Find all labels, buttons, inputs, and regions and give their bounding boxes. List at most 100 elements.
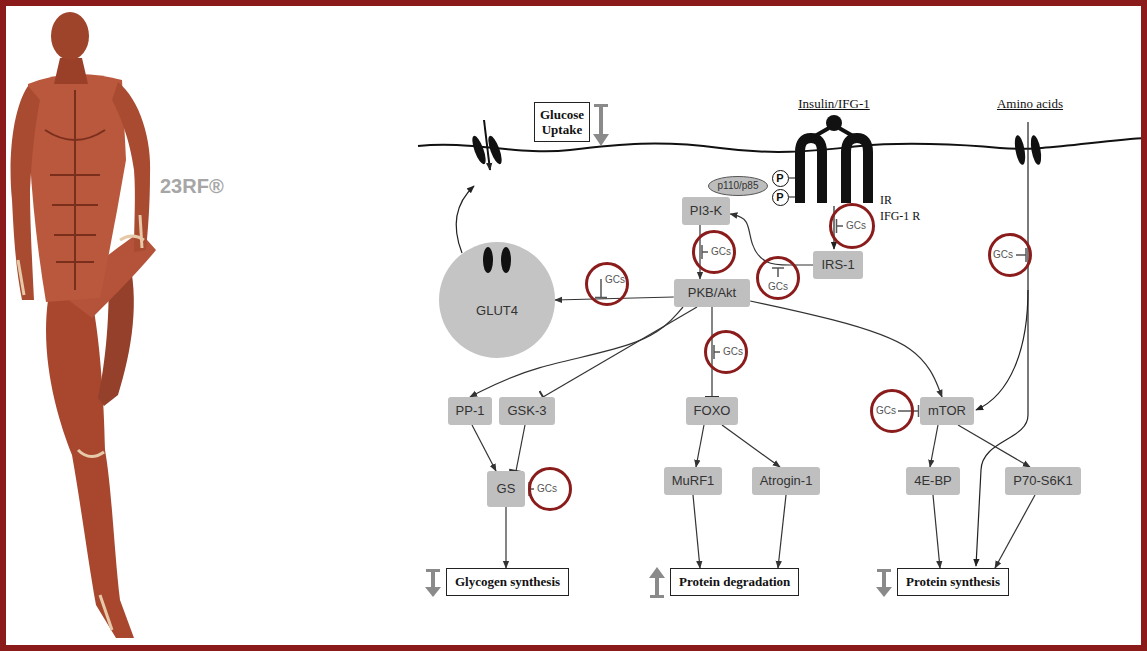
receptor-label: IFG-1 R (880, 209, 920, 223)
signal-connector (696, 425, 704, 467)
protein-box: MuRF1 (664, 467, 723, 495)
protein-box: PI3-K (682, 197, 731, 225)
node-text: Glucose Uptake (540, 107, 584, 137)
signal-connector (778, 495, 786, 568)
node-shape (530, 469, 571, 510)
node-text: GCs (605, 274, 625, 286)
decrease-arrow (876, 569, 892, 597)
node-shape (706, 332, 747, 373)
insulin-receptor (789, 115, 868, 203)
watermark: 23RF® (160, 175, 224, 197)
protein-box: PKB/Akt (674, 279, 750, 307)
signal-connector (711, 307, 712, 397)
transporter-half (501, 247, 511, 273)
label-text: IR (880, 193, 892, 207)
signal-connector (995, 495, 1035, 568)
receptor-subunit (800, 138, 822, 203)
receptor-link (815, 128, 853, 136)
signal-connector (930, 425, 938, 467)
node-text: p110/p85 (718, 180, 759, 192)
glucocorticoid-circle: GCs (704, 330, 748, 374)
node-text: P (776, 191, 783, 203)
label-text: 23RF® (160, 175, 224, 197)
transporter-half (1013, 134, 1027, 165)
phosphate-circle: P (772, 170, 789, 187)
amino-acid-arrow (976, 122, 1028, 410)
glucocorticoid-circle: GCs (988, 233, 1032, 277)
signal-connector (693, 495, 700, 568)
label-text: Insulin/IFG-1 (798, 96, 870, 111)
inhibition-mark (837, 219, 844, 233)
inhibition-mark (714, 345, 720, 359)
frame (3, 3, 1144, 648)
signal-connector (505, 507, 506, 568)
label-text: IFG-1 R (880, 209, 920, 223)
protein-box: GS (487, 471, 526, 507)
increase-arrow (649, 567, 665, 598)
node-shape (772, 170, 788, 186)
node-outline (439, 242, 555, 358)
node-text: Protein degradation (679, 574, 790, 589)
arrow-bar (594, 104, 608, 107)
label-text: Amino acids (997, 96, 1063, 111)
node-text: PI3-K (690, 203, 723, 218)
translocation-arrow (456, 186, 474, 253)
decrease-arrow (425, 569, 441, 597)
node-text: GCs (711, 246, 731, 258)
node-text: 4E-BP (914, 473, 952, 488)
node-shape (990, 235, 1031, 276)
node-text: P70-S6K1 (1013, 473, 1072, 488)
outcome-box: Glucose Uptake (534, 102, 590, 142)
node-text: FOXO (694, 403, 731, 418)
subunit-oval: p110/p85 (708, 176, 768, 196)
node-text: GSK-3 (507, 403, 546, 418)
decrease-arrow (593, 104, 609, 146)
protein-box: IRS-1 (813, 251, 862, 279)
arrow-shaft (599, 107, 603, 135)
node-text: IRS-1 (821, 257, 854, 272)
muscle-figure (11, 12, 156, 638)
signal-connector (555, 297, 674, 300)
arrow-head (649, 567, 665, 578)
inhibition-mark (772, 268, 784, 277)
node-text: PKB/Akt (688, 285, 736, 300)
node-outline (756, 256, 800, 300)
inhibition-mark (898, 405, 919, 417)
node-text: Glycogen synthesis (455, 574, 560, 589)
receptor-label: IR (880, 193, 892, 207)
node-text: MuRF1 (672, 473, 715, 488)
node-shape (772, 189, 788, 205)
left-arm (11, 86, 40, 300)
arrow-head (593, 134, 609, 146)
glucocorticoid-circle: GCs (528, 467, 572, 511)
signal-connector (516, 425, 525, 471)
protein-box: 4E-BP (906, 467, 960, 495)
node-text: GCs (876, 405, 896, 417)
protein-box: Atrogin-1 (752, 467, 821, 495)
right-arm (112, 82, 150, 252)
protein-box: PP-1 (448, 397, 493, 425)
signal-connector (958, 425, 1030, 467)
node-shape (694, 232, 735, 273)
node-shape (831, 205, 874, 248)
glucocorticoid-circle: GCs (585, 262, 629, 306)
arrow-bar (650, 595, 664, 598)
signal-connector (750, 301, 942, 397)
arrow-head (425, 587, 441, 597)
arrow-bar (426, 569, 440, 572)
protein-box: FOXO (686, 397, 739, 425)
nutrient-label: Amino acids (997, 96, 1063, 111)
phosphate-circle: P (772, 189, 789, 206)
arrow-shaft (431, 572, 435, 588)
arrow-shaft (655, 578, 659, 595)
transporter-half (1029, 134, 1043, 165)
inhibition-mark (1016, 248, 1026, 262)
node-text: mTOR (928, 403, 966, 418)
inhibition-marks (529, 219, 1026, 496)
node-text: GCs (846, 220, 866, 232)
protein-box: mTOR (920, 397, 974, 425)
neck (54, 58, 88, 84)
protein-box: P70-S6K1 (1005, 467, 1080, 495)
